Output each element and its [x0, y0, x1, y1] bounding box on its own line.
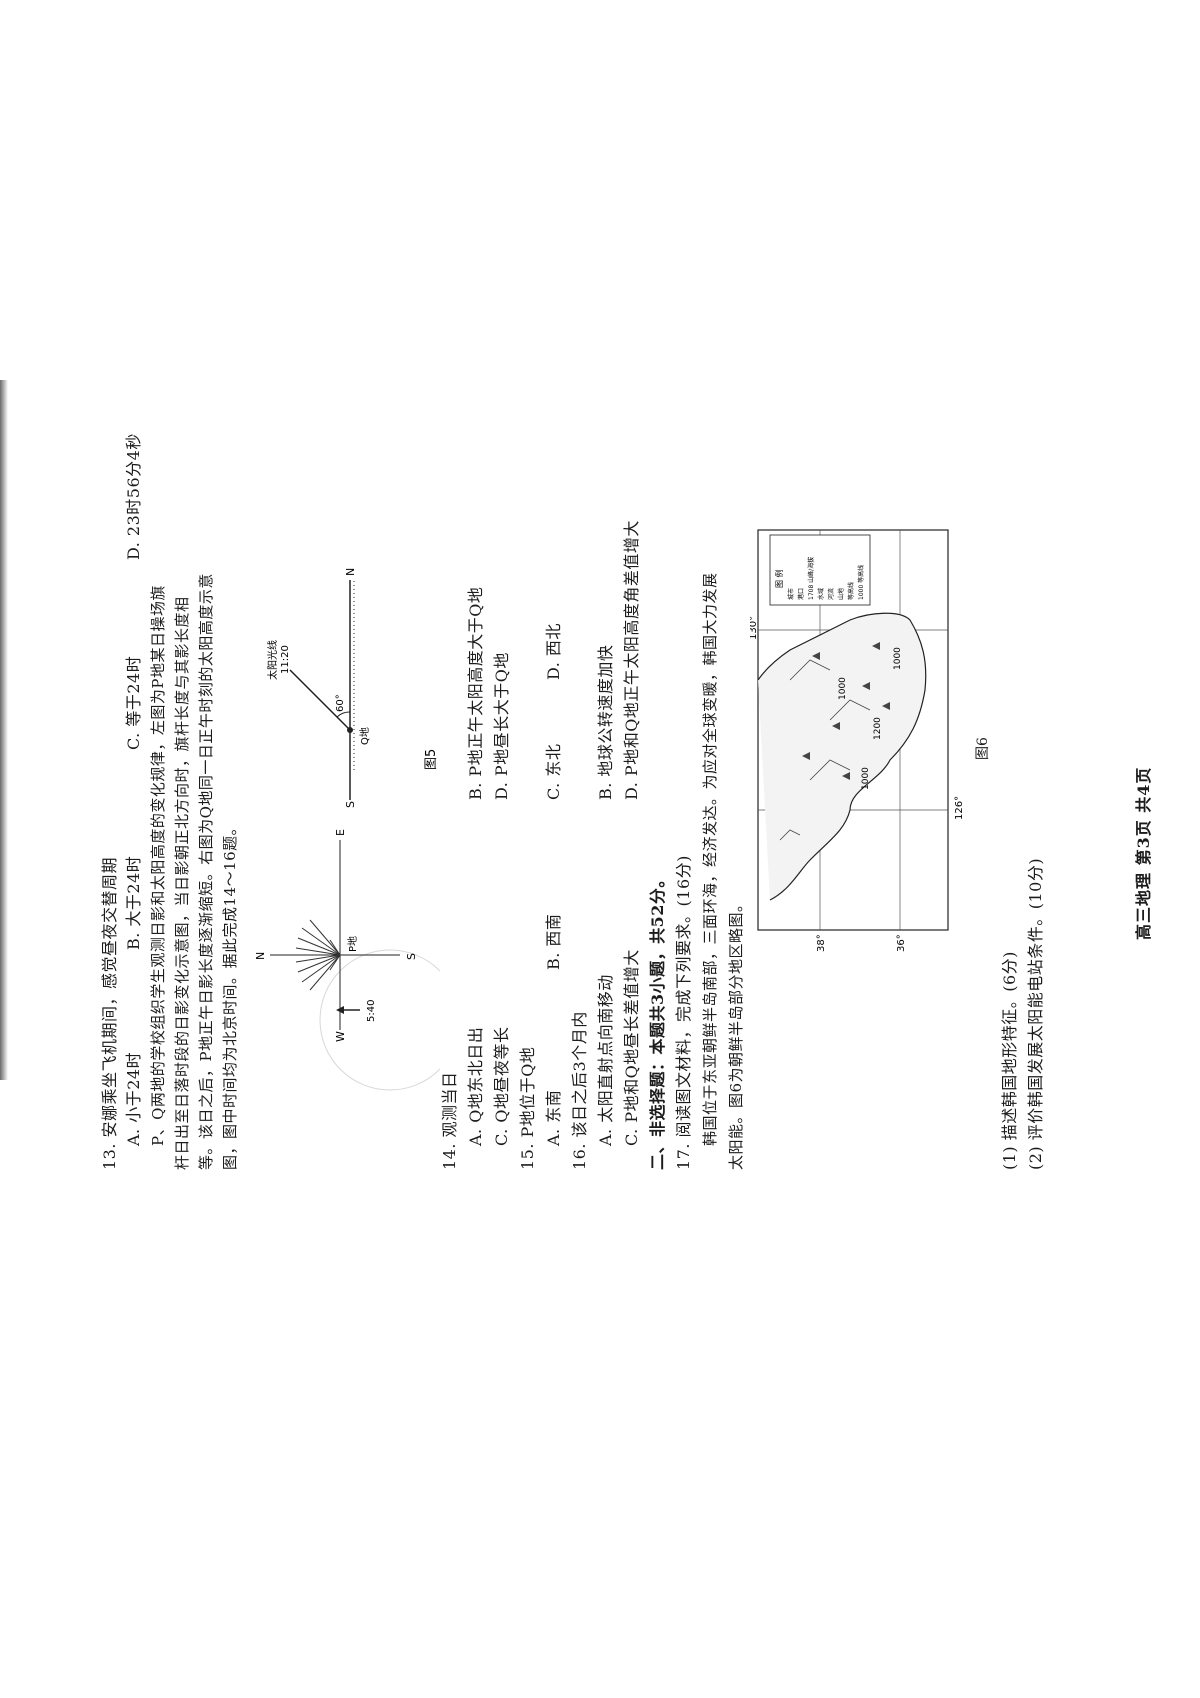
- page-footer: 高三地理 第3页 共4页: [1134, 766, 1153, 940]
- legend-item: 山地: [837, 588, 845, 600]
- elevation-1000-c: 1000: [893, 647, 903, 670]
- binding-shadow: [0, 380, 8, 1080]
- q16-stem: 16. 该日之后3个月内: [570, 1011, 589, 1170]
- shadow-line: [309, 954, 341, 991]
- ground-s: S: [344, 801, 357, 808]
- shadow-line: [301, 954, 341, 983]
- arrow-head: [336, 1006, 344, 1014]
- q-point: [347, 727, 353, 733]
- q14-stem: 14. 观测当日: [440, 1071, 459, 1170]
- q17-subquestion-2: (2) 评价韩国发展太阳能电站条件。(10分): [1026, 857, 1045, 1170]
- shadow-line: [297, 937, 341, 956]
- legend-item: 水域: [817, 588, 825, 600]
- q14-option-a: A. Q地东北日出: [466, 1026, 485, 1146]
- elevation-1200: 1200: [873, 717, 883, 740]
- sunlight-ray: [289, 669, 351, 731]
- map-legend: 图 例 城市 港口 1708 山峰/海拔 水域 河流 山地 等高线 1000 等…: [769, 534, 871, 606]
- q13-option-b: B. 大于24时: [124, 855, 143, 950]
- legend-item: 城市: [787, 588, 795, 600]
- ground-n: N: [344, 568, 357, 576]
- compass-s: S: [405, 953, 418, 960]
- shadow-line: [301, 927, 341, 956]
- passage-line-2: 杆日出至日落时段的日影变化示意图，当日影朝正北方向时，旗杆长度与其影长度相: [173, 596, 191, 1170]
- shadow-line: [297, 954, 341, 973]
- figure-6-caption: 图6: [975, 737, 991, 760]
- q13-option-a: A. 小于24时: [124, 1051, 143, 1146]
- time-label-5-40: 5:40: [366, 1000, 377, 1022]
- q17-material-line-2: 太阳能。图6为朝鲜半岛部分地区略图。: [727, 896, 745, 1170]
- q13-option-d: D. 23时56分4秒: [124, 433, 143, 560]
- angle-label: 60°: [335, 694, 346, 712]
- q15-option-b: B. 西南: [544, 913, 563, 970]
- q15-stem: 15. P地位于Q地: [518, 1046, 537, 1170]
- contour-lines: [779, 659, 871, 841]
- legend-item: 河流: [827, 588, 835, 600]
- legend-item: 港口: [797, 588, 805, 600]
- sunlight-label: 太阳光线: [266, 640, 279, 680]
- q16-option-a: A. 太阳直射点向南移动: [596, 974, 615, 1146]
- shadow-rose-diagram: N S W E P地 5:40: [254, 829, 418, 1042]
- shadow-line: [309, 919, 341, 956]
- q17-subquestion-1: (1) 描述韩国地形特征。(6分): [1000, 951, 1019, 1170]
- legend-item: 等高线: [847, 582, 855, 600]
- q-sun-altitude-diagram: S N Q地 60° 太阳光线 11:20: [266, 568, 371, 808]
- legend-item: 1000 等高线: [857, 565, 865, 600]
- sunlight-time: 11:20: [280, 645, 291, 674]
- shadow-line: [295, 947, 341, 956]
- q14-option-d: D. P地昼长大于Q地: [492, 652, 511, 800]
- q15-option-d: D. 西北: [544, 623, 563, 680]
- figure-6-map: 126° 130° 38° 36° 1000 1200 1000 1000 图 …: [750, 529, 965, 952]
- angle-arc: [336, 711, 351, 718]
- lat-38: 38°: [816, 934, 827, 952]
- q13-stem: 13. 安娜乘坐飞机期间，感觉昼夜交替周期: [100, 856, 119, 1170]
- q13-option-c: C. 等于24时: [124, 655, 143, 750]
- figure-5: N S W E P地 5:40 S N Q地 60° 太阳光线 11:20 图5: [254, 568, 440, 1091]
- lon-130: 130°: [750, 616, 759, 640]
- p-point-label: P地: [346, 936, 359, 952]
- q16-option-c: C. P地和Q地昼长差值增大: [622, 949, 641, 1146]
- legend-title: 图 例: [774, 569, 784, 588]
- q14-option-c: C. Q地昼夜等长: [492, 1026, 511, 1146]
- q17-material-line-1: 韩国位于东亚朝鲜半岛南部，三面环海，经济发达。为应对全球变暖，韩国大力发展: [701, 572, 719, 1146]
- q16-option-d: D. P地和Q地正午太阳高度角差值增大: [622, 520, 641, 800]
- elevation-1000-a: 1000: [861, 767, 871, 790]
- q15-option-a: A. 东南: [544, 1089, 563, 1146]
- legend-item: 1708 山峰/海拔: [807, 557, 815, 600]
- passage-line-1: P、Q两地的学校组织学生观测日影和太阳高度的变化规律，左图为P地某日操场旗: [149, 585, 167, 1146]
- elevation-1000-b: 1000: [838, 677, 848, 700]
- section-2-heading: 二、非选择题：本题共3小题，共52分。: [648, 871, 667, 1170]
- q15-option-c: C. 东北: [544, 743, 563, 800]
- q16-option-b: B. 地球公转速度加快: [596, 644, 615, 800]
- q17-stem: 17. 阅读图文材料，完成下列要求。(16分): [674, 855, 693, 1170]
- figure-5-caption: 图5: [424, 749, 439, 770]
- lon-126: 126°: [954, 796, 965, 820]
- compass-w: W: [334, 1031, 347, 1042]
- shadow-line: [295, 954, 341, 963]
- passage-line-4: 图，图中时间均为北京时间。据此完成14～16题。: [221, 819, 239, 1170]
- shadow-line: [329, 939, 341, 956]
- exam-page: 13. 安娜乘坐飞机期间，感觉昼夜交替周期 A. 小于24时 B. 大于24时 …: [100, 433, 1160, 1180]
- compass-n: N: [254, 952, 267, 960]
- passage-line-3: 等。该日之后，P地正午日影长度逐渐缩短。右图为Q地同一日正午时刻的太阳高度示意: [197, 573, 215, 1170]
- compass-e: E: [334, 829, 347, 836]
- shadow-line: [329, 954, 341, 971]
- lat-36: 36°: [896, 934, 907, 952]
- coastline: [757, 612, 927, 901]
- q-point-label: Q地: [358, 727, 371, 745]
- q14-option-b: B. P地正午太阳高度大于Q地: [466, 586, 485, 800]
- mountain-symbols: [802, 642, 890, 780]
